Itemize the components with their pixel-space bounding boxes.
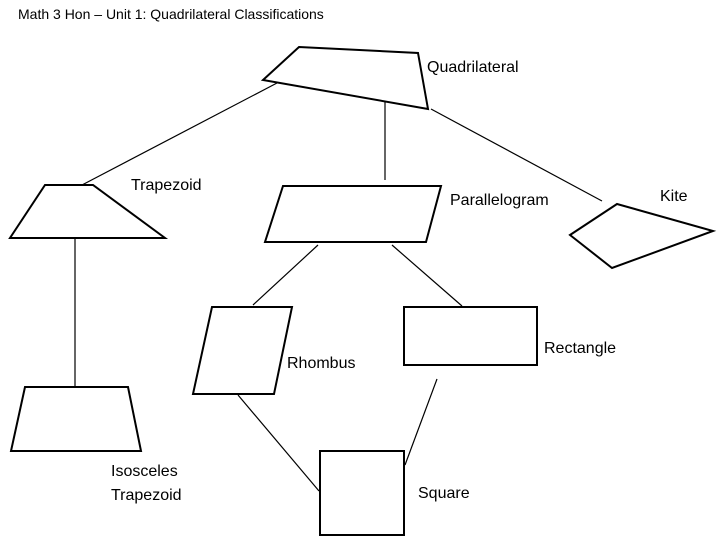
label-square: Square xyxy=(418,485,470,502)
label-rhombus: Rhombus xyxy=(287,355,355,372)
edge-parallelogram-rhombus xyxy=(252,244,319,306)
label-rectangle: Rectangle xyxy=(544,340,616,357)
label-parallelogram: Parallelogram xyxy=(450,192,549,209)
label-trapezoid: Trapezoid xyxy=(131,177,202,194)
edge-parallelogram-rectangle xyxy=(391,244,463,307)
edge-quadrilateral-kite xyxy=(430,108,603,202)
label-kite: Kite xyxy=(660,188,688,205)
label-quadrilateral: Quadrilateral xyxy=(427,59,519,76)
rhombus-shape xyxy=(191,306,294,395)
hierarchy-edges xyxy=(74,82,603,492)
label-isosceles-line2: Trapezoid xyxy=(111,487,182,504)
label-isosceles-line1: Isosceles xyxy=(111,463,178,480)
edge-rhombus-square xyxy=(237,394,320,492)
parallelogram-shape xyxy=(263,185,443,243)
edge-quadrilateral-trapezoid xyxy=(81,82,278,186)
trapezoid-shape xyxy=(8,184,169,239)
page-title: Math 3 Hon – Unit 1: Quadrilateral Class… xyxy=(18,6,324,22)
quadrilateral-shape xyxy=(260,45,430,111)
square-shape xyxy=(319,450,405,536)
edge-rectangle-square xyxy=(404,378,438,466)
isosceles-trapezoid-shape xyxy=(9,386,143,452)
kite-shape xyxy=(568,202,717,270)
rectangle-shape xyxy=(403,306,538,366)
